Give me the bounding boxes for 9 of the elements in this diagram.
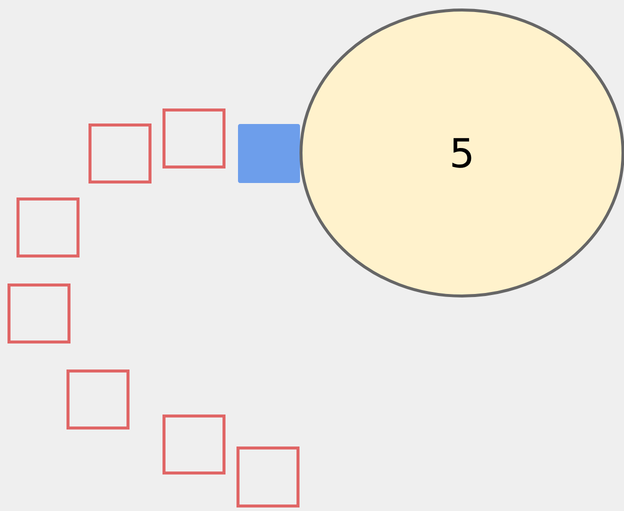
- square: [162, 414, 226, 474]
- square: [162, 108, 226, 168]
- square: [88, 124, 152, 184]
- square: [238, 124, 300, 183]
- square: [66, 369, 130, 430]
- square: [236, 446, 300, 508]
- ellipse-node: 5: [300, 8, 624, 298]
- square: [16, 198, 80, 258]
- square: [8, 283, 70, 344]
